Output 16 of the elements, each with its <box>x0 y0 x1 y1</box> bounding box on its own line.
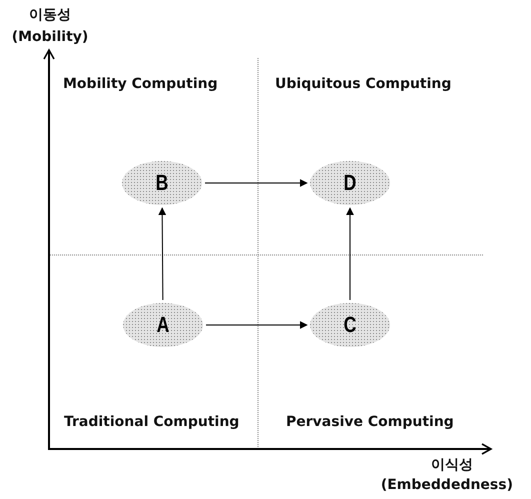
axis-label: 이식성 <box>430 457 473 474</box>
node-letter: D <box>344 170 356 196</box>
axis-label: 이동성 <box>28 7 72 24</box>
node-letter: B <box>156 170 168 196</box>
quadrant-label: Ubiquitous Computing <box>275 76 452 93</box>
arrow <box>346 207 354 300</box>
quadrant-label: Mobility Computing <box>63 76 218 93</box>
node-letter: A <box>156 312 170 338</box>
axis-label: (Mobility) <box>10 29 90 46</box>
arrow <box>204 179 308 187</box>
axis-label: (Embeddedness) <box>380 477 513 494</box>
arrow <box>158 207 166 300</box>
arrow <box>206 321 308 329</box>
quadrant-label: Traditional Computing <box>64 414 240 431</box>
node-letter: C <box>344 312 356 338</box>
quadrant-label: Pervasive Computing <box>286 414 454 431</box>
